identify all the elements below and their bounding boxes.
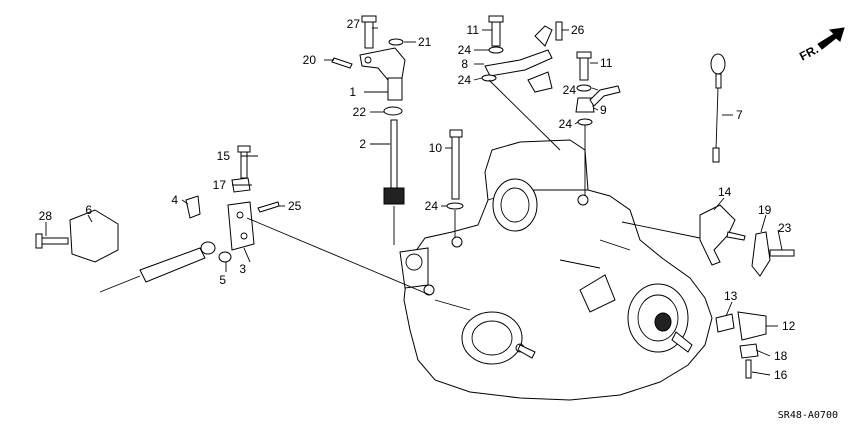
- lock-pin-4: [185, 195, 201, 219]
- callout-10: 10: [429, 141, 443, 155]
- callout-3: 3: [239, 262, 246, 276]
- front-direction-indicator: FR.: [797, 27, 845, 64]
- spring-13: [715, 313, 735, 333]
- callout-22: 22: [353, 105, 367, 119]
- bolt-16: [745, 359, 752, 379]
- callout-8: 8: [461, 57, 468, 71]
- callout-25: 25: [288, 199, 302, 213]
- shift-bracket-assembly: [185, 145, 431, 296]
- bolt-10: [446, 129, 464, 238]
- bracket-18: [739, 343, 759, 359]
- clip-20: [331, 57, 353, 69]
- dipstick-7: [710, 53, 726, 163]
- callout-7: 7: [736, 108, 743, 122]
- callout-24-right-b: 24: [559, 117, 573, 131]
- shift-cable: [139, 247, 206, 283]
- cable-bracket-6: [69, 209, 119, 263]
- callout-4: 4: [171, 193, 178, 207]
- callout-18: 18: [774, 349, 788, 363]
- callout-17: 17: [213, 178, 227, 192]
- callout-24-case: 24: [425, 199, 439, 213]
- pipe-9-assembly: [575, 51, 621, 195]
- bolt-26: [555, 21, 563, 41]
- bolt-23: [769, 249, 795, 257]
- case-bore: [492, 178, 538, 232]
- callout-24-right-a: 24: [563, 83, 577, 97]
- transmission-case: [399, 139, 713, 401]
- callout-20: 20: [303, 53, 317, 67]
- callout-6: 6: [85, 203, 92, 217]
- callout-26: 26: [571, 23, 585, 37]
- pin-25: [257, 201, 280, 213]
- callout-11-right: 11: [600, 56, 613, 70]
- speed-gear-shaft-2: [390, 119, 398, 191]
- callout-11-top: 11: [467, 23, 480, 37]
- callout-15: 15: [217, 149, 231, 163]
- shift-arm-12: [737, 311, 767, 341]
- callout-12: 12: [782, 319, 796, 333]
- speed-sensor-1: [359, 47, 406, 81]
- callout-2: 2: [359, 137, 366, 151]
- bolt-15: [240, 149, 248, 179]
- lever-19: [751, 231, 771, 277]
- shift-cable-assembly: [35, 209, 232, 293]
- callout-28: 28: [39, 209, 53, 223]
- bolt-27: [364, 19, 374, 49]
- callout-16: 16: [774, 368, 788, 382]
- callout-14: 14: [718, 185, 732, 199]
- driven-gear: [383, 187, 405, 205]
- washer-5: [218, 251, 232, 263]
- callout-9: 9: [600, 103, 607, 117]
- bracket-3: [227, 201, 255, 251]
- callout-5: 5: [219, 273, 226, 287]
- diagram-code: SR48-A0700: [778, 410, 838, 421]
- breather-pipe-assembly: [481, 15, 563, 151]
- callout-24-top: 24: [458, 43, 472, 57]
- breather-pipe-8: [484, 49, 553, 77]
- bolt-11-top: [491, 19, 501, 47]
- washer-21: [388, 38, 404, 46]
- speedometer-assembly: [331, 15, 406, 245]
- callout-24-mid: 24: [458, 73, 472, 87]
- callout-labels: 27 21 20 1 22 2 11 24 8 24 26 11 24 9 24…: [39, 17, 796, 382]
- direction-label: FR.: [797, 42, 821, 63]
- bolt-11-right: [579, 55, 589, 81]
- leader-lines: [45, 27, 783, 376]
- callout-27: 27: [347, 17, 361, 31]
- pipe-fitting-9: [575, 97, 595, 113]
- callout-21: 21: [418, 35, 432, 49]
- select-lever-assembly: [621, 204, 795, 379]
- o-ring-22: [383, 106, 403, 116]
- front-arrow-icon: [817, 27, 845, 50]
- callout-23: 23: [778, 221, 792, 235]
- lever-14: [699, 204, 736, 266]
- callout-13: 13: [724, 289, 738, 303]
- callout-19: 19: [758, 203, 772, 217]
- callout-1: 1: [349, 85, 356, 99]
- output-seal-bore: [461, 311, 523, 365]
